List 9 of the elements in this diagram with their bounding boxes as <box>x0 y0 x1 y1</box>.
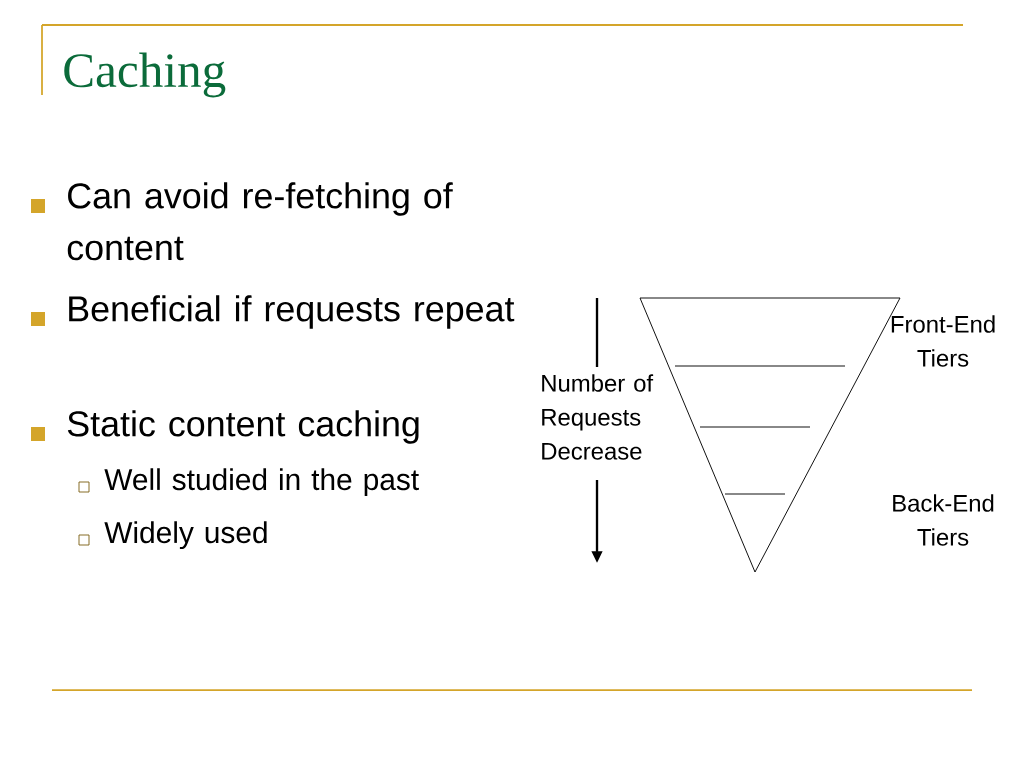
diagram-label: Front-End Tiers <box>891 315 995 367</box>
bullet-text: Well studied in the past <box>104 468 419 497</box>
bullet-text: Can avoid re-fetching of content <box>67 182 453 261</box>
bullet-text: Static content caching <box>67 410 419 444</box>
bullet-text: Beneficial if requests repeat <box>69 295 515 329</box>
bullet-text: Widely used <box>104 521 267 550</box>
slide-title: Caching <box>64 52 226 98</box>
diagram-label: Number of Requests Decrease <box>542 374 654 460</box>
diagram-label: Back-End Tiers <box>893 494 994 546</box>
